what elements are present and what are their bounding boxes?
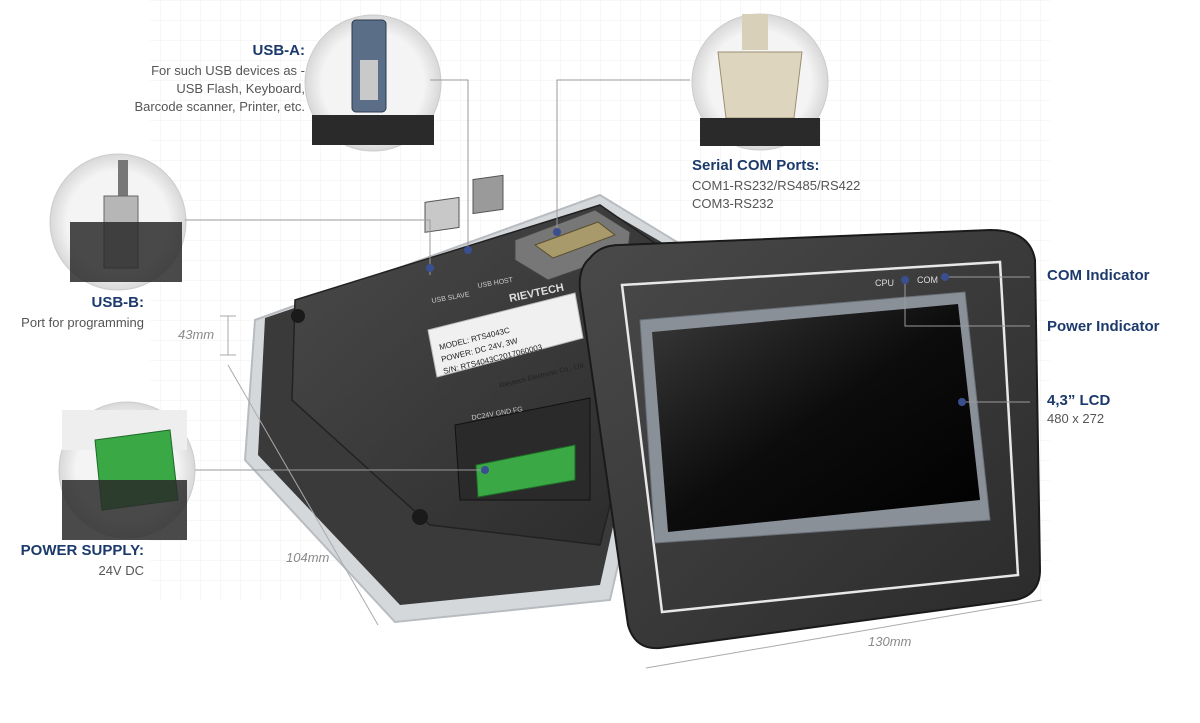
power-supply-title: POWER SUPPLY: bbox=[20, 542, 144, 559]
usb-b-title: USB-B: bbox=[91, 294, 145, 311]
device-front-view bbox=[578, 228, 1042, 650]
com-indicator-title: COM Indicator bbox=[1047, 267, 1150, 284]
front-bezel-trim bbox=[620, 260, 1020, 614]
serial-line-2: COM3-RS232 bbox=[692, 196, 774, 211]
usb-b-zoom-circle bbox=[49, 153, 187, 291]
usb-a-line-1: For such USB devices as - bbox=[151, 63, 305, 78]
usb-a-zoom-circle bbox=[304, 14, 442, 152]
lcd-title: 4,3” LCD bbox=[1047, 392, 1111, 409]
dimension-width: 130mm bbox=[868, 634, 912, 649]
dimension-height: 104mm bbox=[286, 550, 330, 565]
power-supply-line-1: 24V DC bbox=[98, 563, 144, 578]
usb-a-title: USB-A: bbox=[252, 42, 306, 59]
dimension-lines bbox=[220, 315, 1043, 669]
device-back-view bbox=[243, 174, 692, 624]
lcd-screen bbox=[652, 304, 980, 532]
leader-lines bbox=[185, 79, 1030, 471]
usb-a-line-2: USB Flash, Keyboard, bbox=[176, 81, 305, 96]
indicator-dots bbox=[426, 228, 966, 474]
dimension-depth: 43mm bbox=[178, 327, 215, 342]
led-com-text: COM bbox=[917, 275, 938, 285]
usb-a-line-3: Barcode scanner, Printer, etc. bbox=[134, 99, 305, 114]
serial-zoom-circle bbox=[691, 13, 829, 151]
power-indicator-title: Power Indicator bbox=[1047, 318, 1160, 335]
lcd-resolution: 480 x 272 bbox=[1047, 411, 1105, 426]
serial-title: Serial COM Ports: bbox=[692, 157, 820, 174]
usb-b-line-1: Port for programming bbox=[21, 315, 144, 330]
serial-line-1: COM1-RS232/RS485/RS422 bbox=[692, 178, 861, 193]
power-zoom-circle bbox=[58, 401, 196, 540]
led-cpu-text: CPU bbox=[875, 278, 894, 288]
